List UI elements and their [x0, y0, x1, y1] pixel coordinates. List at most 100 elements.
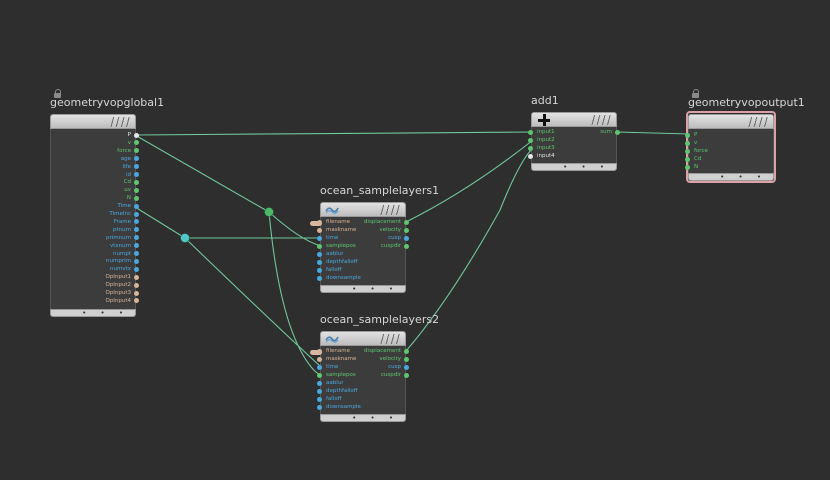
output-opinput1-port[interactable]: OpInput1	[50, 273, 139, 281]
output-numvtx-port[interactable]: numvtx	[50, 265, 139, 273]
output-displacement-port[interactable]: displacement	[340, 218, 409, 226]
output-cusp-port[interactable]: cusp	[340, 234, 409, 242]
port-connector-icon[interactable]	[134, 274, 139, 280]
port-connector-icon[interactable]	[317, 356, 322, 362]
port-connector-icon[interactable]	[528, 137, 533, 143]
output-frame-port[interactable]: Frame	[50, 218, 139, 226]
input-n-port[interactable]: N	[685, 163, 734, 171]
port-connector-icon[interactable]	[528, 129, 533, 135]
port-connector-icon[interactable]	[317, 243, 322, 249]
port-connector-icon[interactable]	[317, 251, 322, 257]
wire-dot1-to-samplepos1[interactable]	[268, 211, 322, 247]
port-connector-icon[interactable]	[134, 211, 139, 217]
input-aablur-port[interactable]: aablur	[317, 379, 386, 387]
port-connector-icon[interactable]	[317, 267, 322, 273]
output-time-port[interactable]: Time	[50, 202, 139, 210]
port-connector-icon[interactable]	[317, 275, 322, 281]
input-depthfalloff-port[interactable]: depthfalloff	[317, 387, 386, 395]
port-connector-icon[interactable]	[404, 227, 409, 233]
wire-displacement2-to-input3[interactable]	[405, 147, 534, 352]
output-opinput3-port[interactable]: OpInput3	[50, 289, 139, 297]
port-connector-icon[interactable]	[134, 243, 139, 249]
port-connector-icon[interactable]	[685, 156, 690, 162]
input-samplepos-port[interactable]: samplepos	[317, 371, 386, 379]
node-header[interactable]	[50, 114, 136, 129]
input-input1-port[interactable]: input1	[528, 128, 577, 136]
port-connector-icon[interactable]	[317, 388, 322, 394]
output-numprim-port[interactable]: numprim	[50, 257, 139, 265]
output-timeinc-port[interactable]: TimeInc	[50, 210, 139, 218]
wire-Time-to-dot2[interactable]	[134, 206, 186, 239]
node-footer[interactable]: • • •	[531, 163, 617, 171]
output-sum-port[interactable]: sum	[571, 128, 620, 136]
output-numpt-port[interactable]: numpt	[50, 250, 139, 258]
output-life-port[interactable]: life	[50, 163, 139, 171]
port-connector-icon[interactable]	[317, 259, 322, 265]
output-cuspdir-port[interactable]: cuspdir	[340, 242, 409, 250]
port-connector-icon[interactable]	[134, 235, 139, 241]
port-connector-icon[interactable]	[134, 148, 139, 154]
node-header[interactable]	[320, 202, 406, 217]
output-primnum-port[interactable]: primnum	[50, 234, 139, 242]
node-header[interactable]	[320, 331, 406, 346]
input-input3-port[interactable]: input3	[528, 144, 577, 152]
input-filename-port[interactable]: filename	[317, 347, 386, 355]
port-connector-icon[interactable]	[528, 153, 533, 159]
port-connector-icon[interactable]	[685, 132, 690, 138]
input-depthfalloff-port[interactable]: depthfalloff	[317, 258, 386, 266]
port-connector-icon[interactable]	[134, 266, 139, 272]
port-connector-icon[interactable]	[404, 356, 409, 362]
port-connector-icon[interactable]	[134, 298, 139, 304]
port-connector-icon[interactable]	[134, 227, 139, 233]
output-opinput4-port[interactable]: OpInput4	[50, 297, 139, 305]
port-connector-icon[interactable]	[615, 129, 620, 135]
port-connector-icon[interactable]	[134, 258, 139, 264]
node-footer[interactable]: • • •	[320, 285, 406, 293]
port-connector-icon[interactable]	[134, 282, 139, 288]
flags-icon[interactable]	[379, 334, 401, 344]
port-connector-icon[interactable]	[685, 148, 690, 154]
port-connector-icon[interactable]	[134, 290, 139, 296]
port-connector-icon[interactable]	[317, 396, 322, 402]
port-connector-icon[interactable]	[317, 227, 322, 233]
port-connector-icon[interactable]	[134, 195, 139, 201]
reroute-dot-1[interactable]	[264, 207, 274, 217]
port-connector-icon[interactable]	[134, 156, 139, 162]
filename-tag[interactable]	[310, 350, 322, 355]
output-displacement-port[interactable]: displacement	[340, 347, 409, 355]
output-velocity-port[interactable]: velocity	[340, 226, 409, 234]
flags-icon[interactable]	[109, 117, 131, 127]
port-connector-icon[interactable]	[317, 219, 322, 225]
port-connector-icon[interactable]	[404, 364, 409, 370]
output-force-port[interactable]: force	[50, 147, 139, 155]
flags-icon[interactable]	[747, 117, 769, 127]
flags-icon[interactable]	[379, 205, 401, 215]
input-time-port[interactable]: time	[317, 363, 386, 371]
output-vtxnum-port[interactable]: vtxnum	[50, 242, 139, 250]
port-connector-icon[interactable]	[685, 164, 690, 170]
input-cd-port[interactable]: Cd	[685, 155, 734, 163]
output-ptnum-port[interactable]: ptnum	[50, 226, 139, 234]
input-filename-port[interactable]: filename	[317, 218, 386, 226]
port-connector-icon[interactable]	[134, 219, 139, 225]
port-connector-icon[interactable]	[404, 348, 409, 354]
output-id-port[interactable]: id	[50, 171, 139, 179]
port-connector-icon[interactable]	[134, 140, 139, 146]
output-opinput2-port[interactable]: OpInput2	[50, 281, 139, 289]
input-downsample-port[interactable]: downsample	[317, 403, 386, 411]
port-connector-icon[interactable]	[404, 243, 409, 249]
node-footer[interactable]: • • •	[50, 309, 136, 317]
wire-sum-to-output-P[interactable]	[616, 131, 690, 135]
output-velocity-port[interactable]: velocity	[340, 355, 409, 363]
output-cd-port[interactable]: Cd	[50, 178, 139, 186]
input-aablur-port[interactable]: aablur	[317, 250, 386, 258]
input-samplepos-port[interactable]: samplepos	[317, 242, 386, 250]
port-connector-icon[interactable]	[134, 179, 139, 185]
output-cuspdir-port[interactable]: cuspdir	[340, 371, 409, 379]
node-footer[interactable]: • • •	[688, 173, 774, 181]
port-connector-icon[interactable]	[134, 132, 139, 138]
input-maskname-port[interactable]: maskname	[317, 355, 386, 363]
port-connector-icon[interactable]	[404, 219, 409, 225]
port-connector-icon[interactable]	[317, 372, 322, 378]
